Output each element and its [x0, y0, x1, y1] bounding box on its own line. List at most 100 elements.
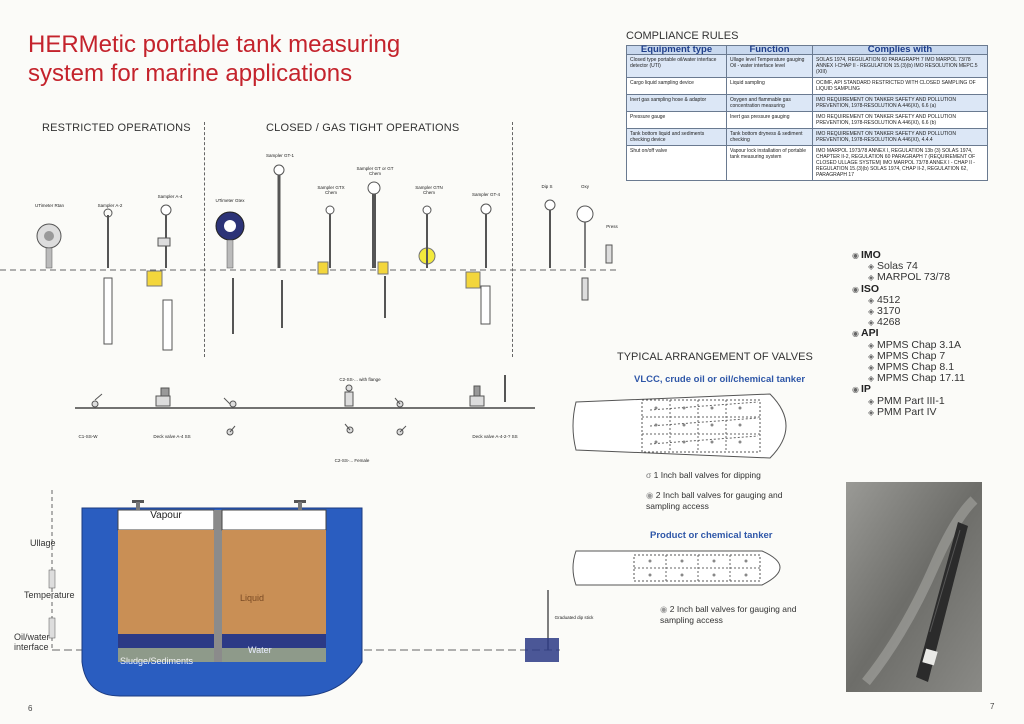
section-divider-right — [512, 122, 513, 357]
label-sampler-a4: Sampler A-4 — [157, 194, 183, 199]
tanker-photo — [846, 482, 982, 692]
standard-item: 4268 — [877, 316, 901, 329]
bullet-icon: ◈ — [868, 363, 875, 373]
standard-item: MARPOL 73/78 — [877, 271, 951, 284]
compliance-table: Equipment type Function Complies with Cl… — [626, 45, 988, 181]
standard-item: MPMS Chap 17.11 — [877, 372, 965, 385]
cell-function: Oxygen and flammable gas concentration m… — [726, 94, 813, 112]
standard-group-name: ISO — [861, 282, 880, 295]
label-c2-with-flange: C2-SS-... with flange — [339, 377, 381, 382]
gauge-valve-icon: ◉ — [660, 604, 668, 614]
label-sampler-gt1: Sampler GT-1 — [265, 153, 294, 158]
table-row: Pressure gauge Inert gas pressure gaugin… — [626, 111, 988, 129]
oxy-drawing — [576, 205, 594, 301]
label-utimeter-gtex: UTimeter Gtex — [215, 198, 245, 203]
cell-function: Inert gas pressure gauging — [726, 111, 813, 129]
cell-complies: IMO REQUIREMENT ON TANKER SAFETY AND POL… — [812, 111, 988, 129]
press-drawing — [605, 244, 613, 264]
tank-cross-section — [48, 490, 560, 697]
sludge-label: Sludge/Sediments — [120, 656, 194, 666]
dip-s-drawing — [544, 199, 556, 268]
utimeter-rtan-drawing — [36, 223, 62, 269]
bullet-icon: ◈ — [868, 407, 875, 417]
product-legend-text: 2 Inch ball valves for gauging and sampl… — [660, 604, 797, 625]
cell-complies: OCIMF, API STANDARD RESTRICTED WITH CLOS… — [812, 77, 988, 95]
label-utimeter-rtan: UTimeter Rtan — [34, 203, 65, 208]
bullet-icon: ◈ — [868, 351, 875, 361]
bullet-icon: ◉ — [852, 251, 859, 260]
section-divider — [204, 122, 205, 357]
label-press: Press — [606, 224, 618, 229]
cell-equipment: Cargo liquid sampling device — [626, 77, 727, 95]
cell-complies: SOLAS 1974, REGULATION 60 PARAGRAPH 7 IM… — [812, 54, 988, 78]
valve-illustrations — [75, 375, 535, 436]
standard-item: PMM Part III-1 — [877, 394, 945, 407]
table-row: Shut on/off valve Vapour lock installati… — [626, 145, 988, 181]
bullet-icon: ◈ — [868, 396, 875, 406]
col-complies: Complies with — [812, 45, 988, 55]
compliance-heading: COMPLIANCE RULES — [626, 30, 739, 42]
standard-group-name: IP — [861, 383, 871, 396]
sampler-a4-drawing — [146, 204, 173, 351]
list-item: ◈4512 — [852, 293, 1002, 306]
label-sampler-gtn: Sampler GTN Chem — [415, 185, 443, 195]
interface-label: Oil/water interface — [14, 632, 50, 652]
bullet-icon: ◈ — [868, 340, 875, 350]
standard-group: ◉ISO — [852, 282, 1002, 295]
gauge-valve-icon: ◉ — [646, 490, 654, 500]
bullet-icon: ◉ — [852, 284, 859, 294]
label-sampler-gtx: Sampler GTX Chem — [317, 185, 345, 195]
sampler-gtx-drawing — [317, 205, 335, 275]
cell-equipment: Closed type portable oil/water interface… — [626, 54, 727, 78]
sampler-gt4-drawing — [465, 203, 492, 325]
table-row: Cargo liquid sampling device Liquid samp… — [626, 77, 988, 95]
col-function: Function — [726, 45, 813, 55]
vlcc-legend-2-text: 2 Inch ball valves for gauging and sampl… — [646, 490, 783, 511]
liquid-label: Liquid — [240, 593, 265, 603]
list-item: ◈3170 — [852, 305, 1002, 318]
bullet-icon: ◉ — [852, 329, 859, 339]
standard-item: 4512 — [877, 293, 901, 306]
bullet-icon: ◈ — [868, 262, 875, 272]
list-item: ◈Solas 74 — [852, 261, 1002, 272]
closed-operations-heading: CLOSED / GAS TIGHT OPERATIONS — [266, 122, 460, 134]
vapour-label: Vapour — [150, 510, 182, 521]
standard-item: PMM Part IV — [877, 405, 937, 418]
list-item: ◈PMM Part IV — [852, 405, 1002, 418]
standard-group: ◉API — [852, 328, 1002, 339]
graduated-dip-stick-label: Graduated dip stick — [554, 615, 594, 620]
standard-group: ◉IMO — [852, 249, 1002, 261]
vlcc-legend-1: σ 1 Inch ball valves for dipping — [646, 470, 761, 480]
page-number-right: 7 — [990, 702, 995, 711]
standard-item: Solas 74 — [877, 260, 918, 273]
standard-item: MPMS Chap 7 — [877, 349, 946, 362]
cell-function: Liquid sampling — [726, 77, 813, 95]
bullet-icon: ◉ — [852, 385, 859, 395]
table-row: Tank bottom liquid and sediments checkin… — [626, 128, 988, 146]
table-row: Closed type portable oil/water interface… — [626, 54, 988, 78]
list-item: ◈MPMS Chap 8.1 — [852, 361, 1002, 374]
list-item: ◈PMM Part III-1 — [852, 394, 1002, 407]
sampler-gtn-drawing — [418, 205, 436, 268]
cell-complies: IMO MARPOL 1973/78 ANNEX I, REGULATION 1… — [812, 145, 988, 181]
dip-valve-icon: σ — [646, 470, 652, 480]
bullet-icon: ◈ — [868, 374, 875, 384]
label-sampler-a2: Sampler A-2 — [97, 203, 123, 208]
sampler-a2-drawing — [103, 208, 113, 345]
label-c1-ss-w: C1-SS-W — [78, 434, 98, 439]
bullet-icon: ◈ — [868, 307, 875, 317]
cell-equipment: Tank bottom liquid and sediments checkin… — [626, 128, 727, 146]
list-item: ◈MARPOL 73/78 — [852, 272, 1002, 283]
page-number-left: 6 — [28, 704, 33, 713]
vlcc-legend-2: ◉ 2 Inch ball valves for gauging and sam… — [646, 490, 796, 512]
standard-item: MPMS Chap 8.1 — [877, 361, 955, 374]
standard-item: 3170 — [877, 305, 901, 318]
sampler-gt-drawing — [367, 181, 389, 318]
vlcc-legend-1-text: 1 Inch ball valves for dipping — [653, 470, 761, 480]
standard-group-name: IMO — [861, 249, 881, 261]
product-legend: ◉ 2 Inch ball valves for gauging and sam… — [660, 604, 800, 626]
col-equipment: Equipment type — [626, 45, 727, 55]
cell-complies: IMO REQUIREMENT ON TANKER SAFETY AND POL… — [812, 94, 988, 112]
bullet-icon: ◈ — [868, 295, 875, 305]
vlcc-tanker-diagram — [572, 393, 787, 459]
